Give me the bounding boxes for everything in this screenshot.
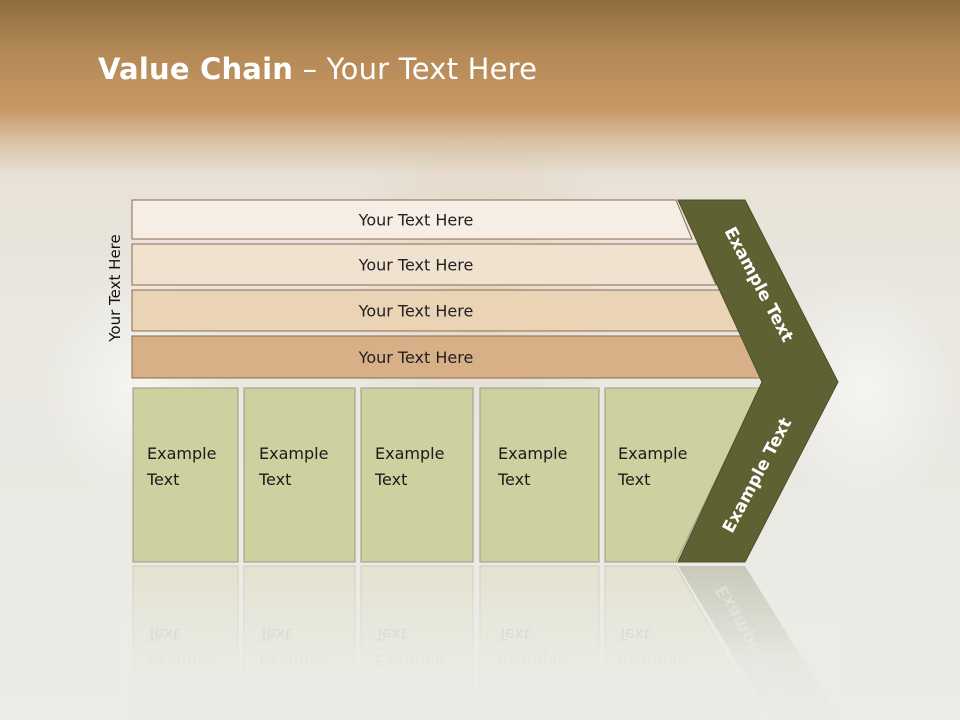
band xyxy=(131,199,693,240)
card xyxy=(132,387,239,563)
band-label: Your Text Here xyxy=(358,256,474,275)
card-label: Example xyxy=(618,444,687,463)
title-rest: – Your Text Here xyxy=(293,52,538,86)
card-label: Example xyxy=(259,444,328,463)
card-label: Text xyxy=(258,470,291,489)
title-bold: Value Chain xyxy=(98,52,294,86)
card xyxy=(243,387,356,563)
band xyxy=(131,243,717,286)
chevron-arrow xyxy=(677,199,839,563)
card-label: Example xyxy=(147,444,216,463)
band-label: Your Text Here xyxy=(358,348,474,367)
band-label: Your Text Here xyxy=(358,302,474,321)
card xyxy=(479,387,600,563)
card-label: Example xyxy=(375,444,444,463)
reflection-fade xyxy=(120,564,840,720)
card-label: Text xyxy=(146,470,179,489)
band-label: Your Text Here xyxy=(358,211,474,230)
card xyxy=(604,387,761,563)
card-label: Example xyxy=(498,444,567,463)
card-label: Text xyxy=(374,470,407,489)
card-label: Text xyxy=(497,470,530,489)
card-label: Text xyxy=(617,470,650,489)
card xyxy=(360,387,474,563)
slide-title: Value Chain – Your Text Here xyxy=(98,52,537,86)
